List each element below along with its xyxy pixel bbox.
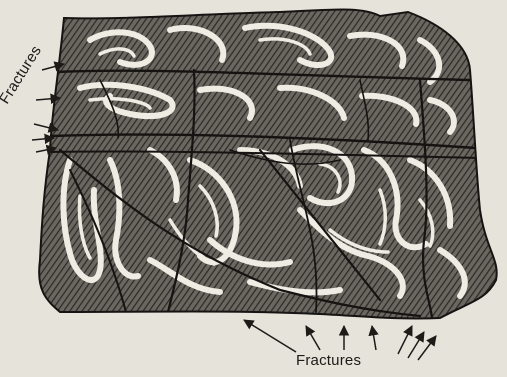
- arrow-icon: [306, 326, 320, 350]
- arrow-icon: [244, 320, 296, 352]
- arrow-icon: [372, 326, 376, 350]
- rock-mass: [39, 10, 497, 319]
- fractures-label-bottom: Fractures: [296, 352, 361, 369]
- arrow-icon: [418, 336, 436, 360]
- arrow-icon: [398, 326, 412, 354]
- rock-outline: [39, 10, 497, 319]
